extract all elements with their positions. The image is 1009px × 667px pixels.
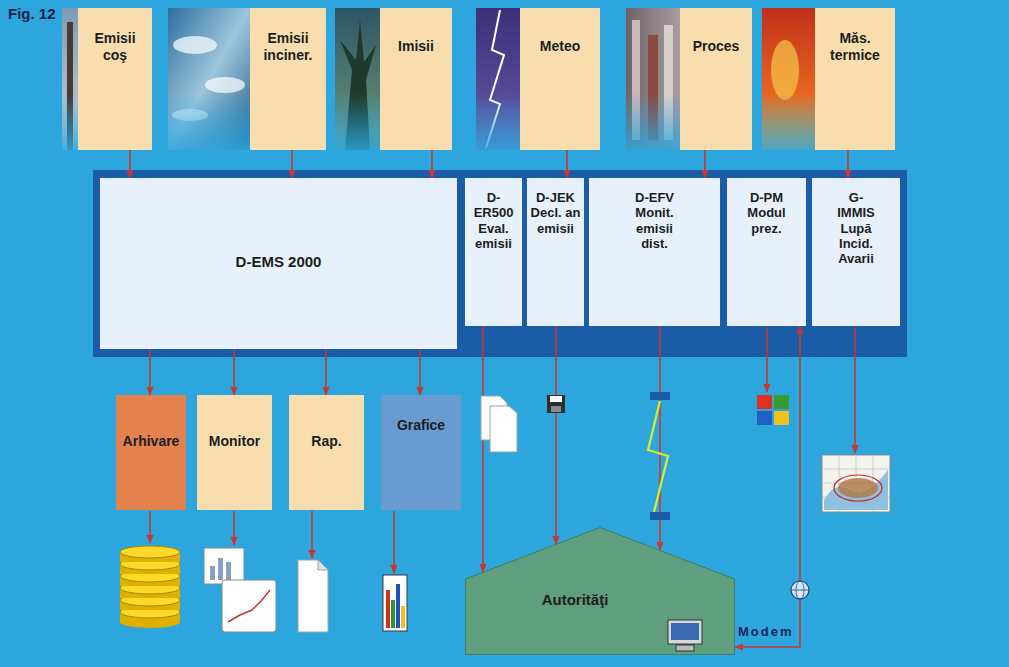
connector-arrow [419, 349, 421, 395]
node-text: D-EFV Monit. emisii dist. [627, 190, 683, 251]
lightning-photo [476, 8, 520, 150]
system-band [93, 170, 907, 357]
node-text: Proces [693, 38, 740, 55]
documents-icon [481, 396, 517, 452]
chimney-photo [62, 8, 78, 150]
floppy-icon [547, 395, 565, 413]
figure-number: Fig. 12 [8, 5, 56, 22]
output-box: Rap. [289, 395, 364, 510]
report-icon [298, 560, 328, 632]
connector-arrow [149, 349, 151, 395]
node-text: Meteo [540, 38, 580, 55]
module-box: G- IMMIS Lupă Incid. Avarii [812, 178, 900, 326]
source-box: Măs. termice [815, 8, 895, 150]
connector-arrow [735, 326, 800, 647]
tree-photo [335, 8, 380, 150]
module-box: D- ER500 Eval. emisii [465, 178, 522, 326]
node-text: D- ER500 Eval. emisii [468, 190, 520, 251]
node-text: Grafice [397, 417, 445, 434]
connector-arrow [555, 326, 557, 544]
globe-icon [791, 581, 809, 599]
house-shape [466, 528, 735, 655]
node-text: Măs. termice [823, 30, 887, 63]
connector-arrow [482, 326, 484, 572]
module-box: D-EMS 2000 [100, 178, 457, 349]
output-arrows [150, 327, 855, 573]
module-box: D-JEK Decl. an emisii [527, 178, 584, 326]
output-box: Monitor [197, 395, 272, 510]
node-text: Emisii inciner. [256, 30, 320, 63]
source-box: Imisii [380, 8, 452, 150]
module-box: D-EFV Monit. emisii dist. [589, 178, 720, 326]
output-box: Grafice [381, 395, 461, 510]
connector-arrow [704, 150, 706, 178]
connector-arrow [325, 349, 327, 395]
output-box: Arhivare [116, 395, 186, 510]
node-text: Arhivare [123, 433, 180, 450]
database-icon [120, 546, 180, 628]
fire-photo [762, 8, 815, 150]
source-box: Emisii coş [78, 8, 152, 150]
connector-arrow [431, 150, 433, 178]
connector-arrow [233, 349, 235, 395]
connector-arrow [291, 150, 293, 178]
plant-photo [626, 8, 680, 150]
source-box: Meteo [520, 8, 600, 150]
windows-logo [757, 395, 789, 425]
monitor-icon [204, 548, 276, 632]
radio-link-icon [648, 392, 670, 520]
link-label: Modem [738, 624, 794, 639]
computer-icon [668, 620, 702, 651]
connector-arrow [129, 150, 131, 178]
source-box: Emisii inciner. [250, 8, 326, 150]
connector-arrow [566, 150, 568, 178]
incident-map [822, 455, 890, 512]
node-text: Autorităţi [542, 591, 609, 609]
node-text: Monitor [209, 433, 260, 450]
connector-arrow [847, 150, 849, 178]
node-text: D-JEK Decl. an emisii [530, 190, 582, 236]
node-text: Emisii coş [85, 30, 145, 63]
module-box: D-PM Modul prez. [727, 178, 806, 326]
node-text: D-PM Modul prez. [741, 190, 793, 236]
node-text: Rap. [311, 433, 341, 450]
node-text: G- IMMIS Lupă Incid. Avarii [830, 190, 882, 267]
node-text: Imisii [398, 38, 434, 55]
authority-house: Autorităţi [465, 527, 735, 655]
source-box: Proces [680, 8, 752, 150]
water-photo [168, 8, 250, 150]
node-text: D-EMS 2000 [236, 253, 322, 271]
bar-chart-icon [383, 575, 407, 631]
